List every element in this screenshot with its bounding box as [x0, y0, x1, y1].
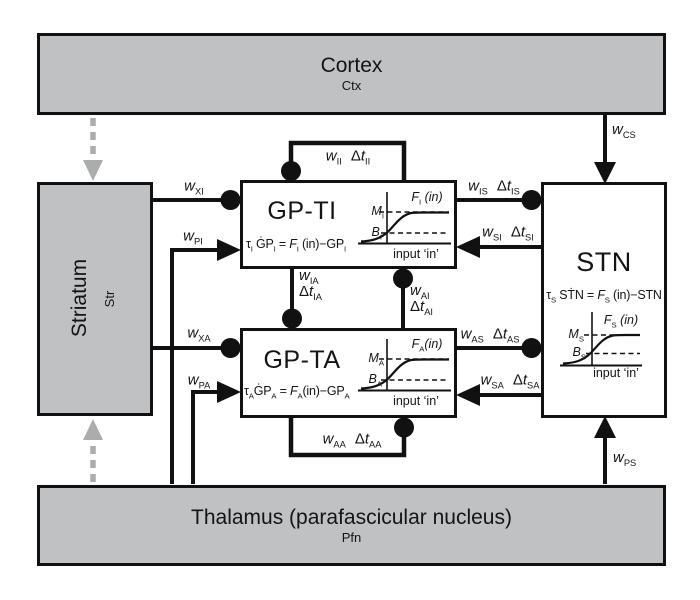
cortex-title: Cortex [320, 54, 383, 78]
cortex-box: Cortex Ctx [37, 33, 666, 115]
stn-plot-flabel: FS (in) [603, 313, 639, 330]
gpta-plot-blabel: BA [368, 372, 382, 389]
w-pi-line [170, 248, 218, 484]
label-w-ia: wIA ΔtIA [299, 267, 322, 302]
w-ia-inhibitory-dot-icon [282, 308, 302, 329]
striatum-box: Striatum Str [37, 182, 153, 416]
gpti-plot-blabel: BI [371, 225, 383, 242]
gpta-plot-mlabel: MA [368, 351, 384, 368]
ctx-striatum-arrowhead-icon [83, 160, 103, 181]
w-cs-arrowhead-icon [594, 162, 616, 184]
gpta-title: GP-TA [263, 346, 341, 374]
stn-plot-blabel: BS [572, 345, 586, 362]
gpta-equation: τAĠPA = FA(in)−GPA [244, 384, 350, 401]
label-w-ai-delay: ΔtAI [410, 298, 433, 317]
w-sa-arrowhead-icon [456, 384, 480, 406]
thalamus-abbr: Pfn [341, 529, 362, 545]
stn-title: STN [576, 247, 632, 277]
w-si-arrowhead-icon [456, 236, 480, 258]
w-pi-arrowhead-icon [217, 239, 241, 261]
w-is-inhibitory-dot-icon [521, 190, 542, 210]
w-xi-inhibitory-dot-icon [220, 190, 241, 210]
pfn-striatum-arrowhead-icon [83, 419, 103, 440]
w-ps-arrowhead-icon [594, 416, 616, 438]
stn-plot-xlabel: input ‘in’ [593, 366, 639, 380]
w-as-inhibitory-dot-icon [521, 338, 542, 358]
label-w-ps: wPS [613, 449, 637, 468]
striatum-title: Striatum [68, 258, 91, 338]
label-w-xi: wXI [184, 177, 204, 197]
gpti-plot-xlabel: input ‘in’ [393, 247, 439, 261]
label-w-pa: wPA [187, 371, 211, 391]
gpti-plot-flabel: FI (in) [411, 190, 443, 207]
gpta-plot-xlabel: input ‘in’ [393, 394, 439, 408]
stn-plot-mlabel: MS [568, 327, 584, 344]
label-w-ai-weight: wAI [410, 282, 430, 301]
stn-equation: τS SṪN = FS (in)−STN [546, 288, 662, 305]
label-w-ai: wAI ΔtAI [410, 282, 433, 317]
label-w-pi: wPI [183, 227, 203, 247]
gpti-plot-mlabel: MI [371, 204, 384, 221]
striatum-abbr: Str [102, 290, 117, 308]
w-ii-inhibitory-dot-icon [281, 161, 301, 181]
label-w-cs: wCS [612, 121, 636, 140]
w-pa-arrowhead-icon [217, 381, 241, 403]
w-aa-inhibitory-dot-icon [394, 417, 414, 438]
w-pa-line [191, 390, 218, 484]
thalamus-box: Thalamus (parafascicular nucleus) Pfn [37, 485, 666, 566]
thalamus-title: Thalamus (parafascicular nucleus) [191, 505, 512, 529]
gpti-equation: τI ĠPI = FI (in)−GPI [246, 237, 346, 254]
label-w-ia-delay: ΔtIA [299, 283, 322, 302]
label-w-ia-weight: wIA [299, 267, 319, 286]
label-w-xa: wXA [187, 324, 211, 344]
gpti-title: GP-TI [267, 197, 337, 225]
cortex-abbr: Ctx [341, 78, 362, 94]
w-xa-inhibitory-dot-icon [220, 338, 241, 358]
gpta-plot-flabel: FA(in) [411, 337, 443, 354]
